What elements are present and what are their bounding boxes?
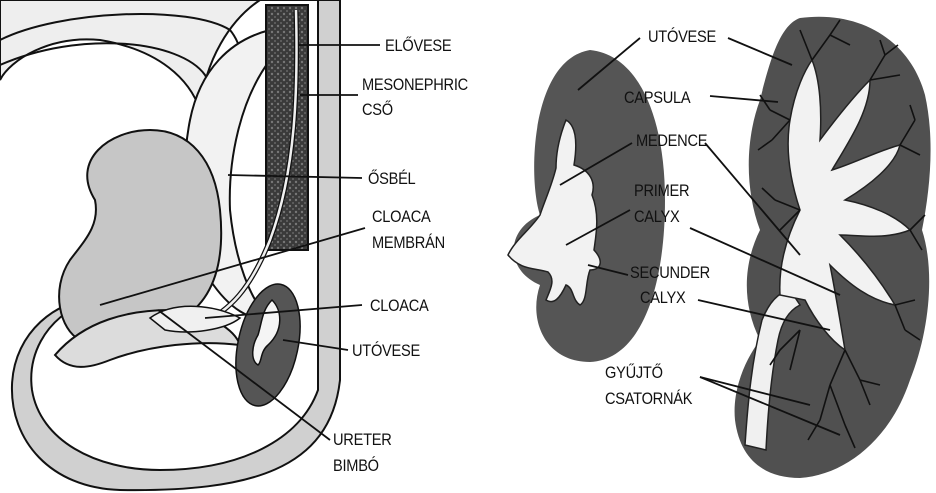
- label-secunder-2: CALYX: [640, 289, 686, 307]
- embryo-cross-section: [0, 0, 340, 490]
- label-secunder-1: SECUNDER: [630, 264, 710, 282]
- label-ureter-2: BIMBÓ: [333, 455, 379, 475]
- label-medence: MEDENCE: [636, 132, 707, 150]
- label-mesonephric-1: MESONEPHRIC: [362, 76, 468, 94]
- label-utovese-left: UTÓVESE: [352, 340, 420, 360]
- label-gyujto-1: GYŰJTŐ: [605, 362, 663, 382]
- label-ureter-1: URETER: [333, 431, 392, 449]
- label-gyujto-2: CSATORNÁK: [605, 388, 693, 408]
- left-labels: ELŐVESE MESONEPHRIC CSŐ ŐSBÉL CLOACA MEM…: [333, 35, 468, 475]
- big-kidney: [735, 17, 931, 478]
- label-cloaca: CLOACA: [370, 297, 429, 315]
- label-elovese: ELŐVESE: [385, 35, 451, 55]
- label-primer-1: PRIMER: [634, 182, 689, 200]
- label-utovese-right: UTÓVESE: [648, 26, 716, 46]
- label-primer-2: CALYX: [634, 208, 680, 226]
- label-osbel: ŐSBÉL: [368, 168, 416, 188]
- label-mesonephric-2: CSŐ: [362, 99, 393, 119]
- mesonephros-column: [266, 5, 308, 250]
- label-cloaca-membran-2: MEMBRÁN: [372, 232, 445, 252]
- label-cloaca-membran-1: CLOACA: [372, 208, 431, 226]
- label-capsula: CAPSULA: [624, 89, 691, 107]
